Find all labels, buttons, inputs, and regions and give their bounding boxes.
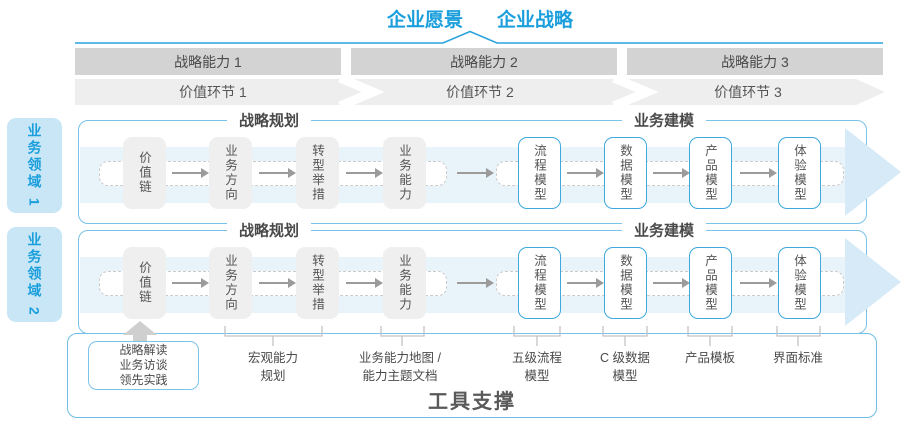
node-experience-model: 体验模型 — [778, 137, 821, 209]
annotation-line: 宏观能力 — [247, 351, 299, 365]
flow-arrow — [172, 278, 209, 288]
node-business-direction: 业务方向 — [209, 137, 252, 209]
node-product-model: 产品模型 — [689, 137, 732, 209]
annotation-process-model: 五级流程 模型 — [512, 350, 562, 385]
value-chain-segment-3-label: 价值环节 3 — [714, 84, 782, 100]
domain-row-1: 价值链 业务方向 转型举措 业务能力 流程模型 数据模型 产品模型 体验模型 战… — [78, 109, 901, 224]
node-process-model: 流程模型 — [518, 137, 561, 209]
section-title-strategic-planning: 战略规划 — [226, 109, 312, 131]
node-process-model: 流程模型 — [518, 247, 561, 319]
annotation-line: 业务能力地图 / — [359, 351, 441, 365]
node-transformation: 转型举措 — [296, 137, 339, 209]
domain-label-2: 业务领域 2 — [7, 227, 62, 322]
annotation-line: 界面标准 — [772, 351, 824, 365]
flow-arrow — [172, 168, 209, 178]
annotation-line: 领先实践 — [119, 373, 168, 388]
vision-title: 企业愿景 — [386, 10, 463, 31]
annotation-line: 能力主题文档 — [362, 368, 438, 383]
capability-bar-2: 战略能力 2 — [351, 48, 617, 75]
tool-support-label: 工具支撑 — [428, 391, 516, 413]
value-chain-segment-2-label: 价值环节 2 — [446, 84, 514, 100]
flow-arrow — [567, 168, 604, 178]
flow-arrow — [457, 278, 494, 288]
section-title-business-modeling: 业务建模 — [621, 219, 707, 241]
node-data-model: 数据模型 — [604, 247, 647, 319]
node-data-model: 数据模型 — [604, 137, 647, 209]
flow-arrow — [259, 278, 296, 288]
node-transformation: 转型举措 — [296, 247, 339, 319]
capability-bar-2-label: 战略能力 2 — [450, 53, 518, 70]
node-experience-model: 体验模型 — [778, 247, 821, 319]
annotation-line: 五级流程 — [511, 351, 563, 365]
flow-arrow — [653, 168, 690, 178]
capability-bar-1-label: 战略能力 1 — [174, 53, 242, 70]
section-title-strategic-planning: 战略规划 — [226, 219, 312, 241]
flow-arrow — [740, 168, 777, 178]
capability-bar-1: 战略能力 1 — [75, 48, 341, 75]
annotation-line: 规划 — [260, 368, 286, 383]
capability-bar-3: 战略能力 3 — [627, 48, 883, 75]
annotation-macro-capability-planning: 宏观能力 规划 — [248, 350, 298, 385]
annotation-line: 业务访谈 — [119, 357, 168, 372]
annotation-ui-standard: 界面标准 — [773, 350, 823, 368]
annotation-product-template: 产品模板 — [685, 350, 735, 368]
chevron-separator-2 — [612, 73, 659, 111]
capability-bar-3-label: 战略能力 3 — [721, 53, 789, 70]
section-title-business-modeling: 业务建模 — [621, 109, 707, 131]
node-business-direction: 业务方向 — [209, 247, 252, 319]
flow-arrow — [567, 278, 604, 288]
flow-arrow — [653, 278, 690, 288]
flow-arrow — [457, 168, 494, 178]
annotation-line: 产品模板 — [684, 351, 736, 365]
value-chain-segment-1-label: 价值环节 1 — [179, 84, 247, 100]
node-product-model: 产品模型 — [689, 247, 732, 319]
annotation-line: 模型 — [524, 368, 550, 383]
annotation-capability-map: 业务能力地图 / 能力主题文档 — [359, 350, 441, 385]
annotation-strategy-inputs: 战略解读 业务访谈 领先实践 — [88, 341, 199, 390]
flow-arrow — [346, 168, 383, 178]
value-stream-arrowhead — [845, 238, 901, 326]
annotation-line: 战略解读 — [119, 342, 168, 357]
flow-arrow — [740, 278, 777, 288]
node-business-capability: 业务能力 — [383, 137, 426, 209]
domain-label-1: 业务领域 1 — [7, 118, 62, 213]
vision-underline-peak — [75, 30, 883, 44]
node-business-capability: 业务能力 — [383, 247, 426, 319]
annotation-line: 模型 — [612, 368, 638, 383]
flow-arrow — [346, 278, 383, 288]
flow-arrow — [259, 168, 296, 178]
vision-strategy-header: 企业愿景 企业战略 — [387, 5, 573, 32]
domain-row-2: 价值链 业务方向 转型举措 业务能力 流程模型 数据模型 产品模型 体验模型 战… — [78, 219, 901, 334]
value-stream-arrowhead — [845, 128, 901, 216]
annotation-line: C 级数据 — [599, 351, 651, 365]
node-value-chain: 价值链 — [123, 247, 166, 319]
annotation-data-model: C 级数据 模型 — [600, 350, 650, 385]
node-value-chain: 价值链 — [123, 137, 166, 209]
strategy-title: 企业战略 — [497, 10, 574, 31]
chevron-separator-1 — [338, 73, 385, 111]
